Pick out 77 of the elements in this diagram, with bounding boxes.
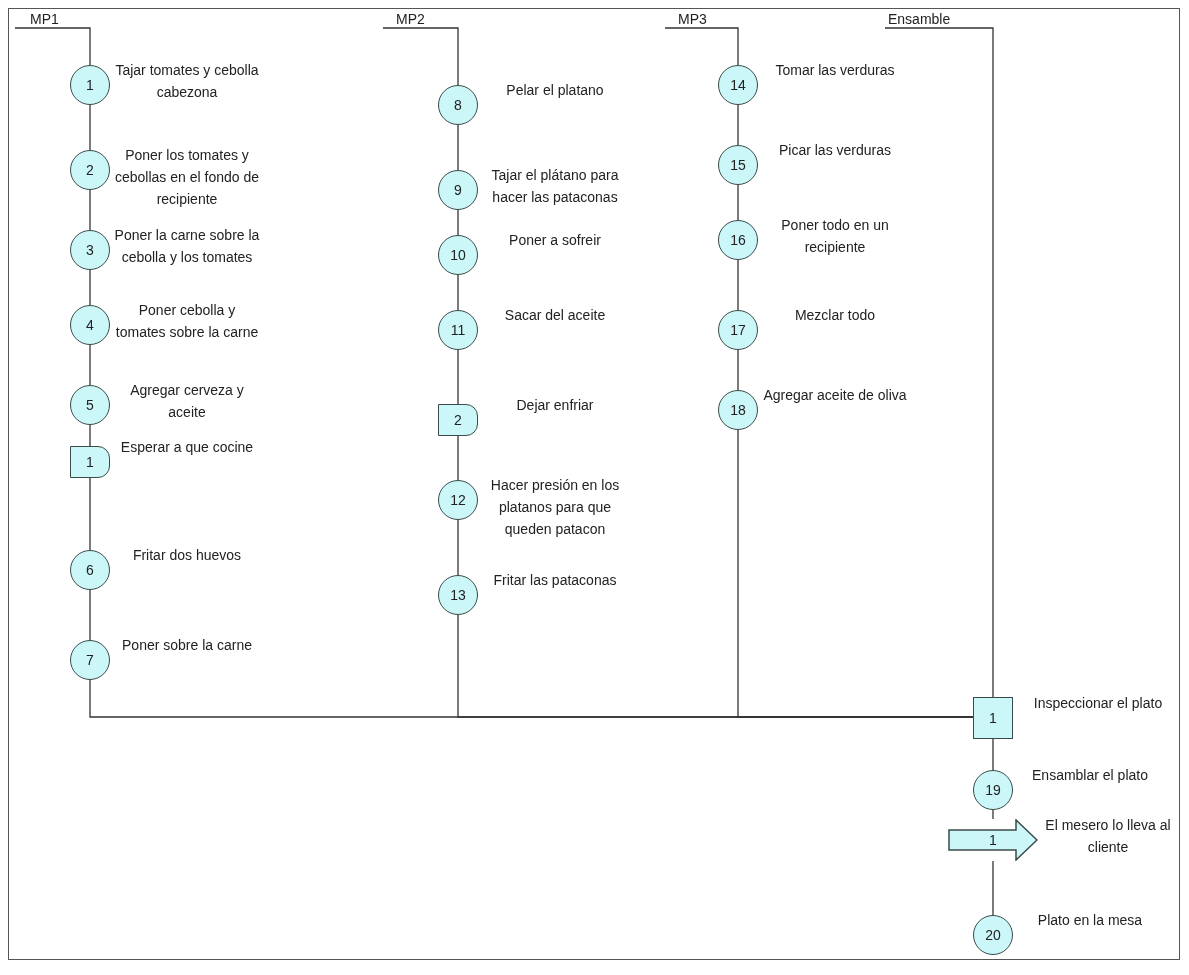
step-description: Tajar tomates y cebolla cabezona [114,61,260,102]
connector-line [457,274,459,311]
operation-circle: 2 [70,150,110,190]
connector-line [457,519,459,576]
operation-circle: 6 [70,550,110,590]
step-description: Dejar enfriar [515,396,595,415]
operation-circle: 14 [718,65,758,105]
operation-circle: 12 [438,480,478,520]
step-description: Tajar el plátano para hacer las pataconas [490,166,620,207]
connector-line [457,209,459,236]
step-description: Pelar el platano [505,81,605,100]
column-heading: Ensamble [888,8,951,28]
operation-circle: 9 [438,170,478,210]
connector-line [89,269,91,306]
step-description: Hacer presión en los platanos para que queden patacon [489,476,621,539]
connector-line [884,27,994,698]
step-description: Agregar cerveza y aceite [129,381,245,422]
column-heading: MP3 [678,8,707,28]
connector-line [457,349,459,405]
operation-circle: 5 [70,385,110,425]
step-description: Poner los tomates y cebollas en el fondo de recipiente [114,146,260,209]
step-description: Poner todo en un recipiente [780,216,890,257]
inspection-square: 1 [973,697,1013,739]
operation-circle: 11 [438,310,478,350]
step-description: Picar las verduras [777,141,892,160]
step-description: Poner sobre la carne [121,636,253,655]
operation-circle: 19 [973,770,1013,810]
step-description: Poner a sofreir [508,231,602,250]
connector-line [457,435,459,481]
operation-circle: 17 [718,310,758,350]
step-description: Fritar las pataconas [492,571,618,590]
step-description: Poner la carne sobre la cebolla y los tomates [113,226,261,267]
connector-line [89,344,91,386]
connector-line [89,589,91,641]
delay-symbol: 2 [438,404,478,436]
connector-line [992,860,994,916]
connector-line [992,738,994,771]
step-description: Plato en la mesa [1036,911,1144,930]
operation-circle: 7 [70,640,110,680]
connector-line [737,184,739,221]
step-description: Fritar dos huevos [131,546,243,565]
column-heading: MP1 [30,8,59,28]
column-heading: MP2 [396,8,425,28]
connector-line [737,349,739,391]
connector-line [737,259,739,311]
connector-line [457,124,459,171]
connector-line [89,104,91,151]
step-description: Ensamblar el plato [1031,766,1149,785]
connector-line [664,27,739,66]
connector-line [737,429,974,718]
operation-circle: 20 [973,915,1013,955]
connector-line [992,809,994,820]
step-description: Poner cebolla y tomates sobre la carne [114,301,260,342]
operation-circle: 15 [718,145,758,185]
step-description: Agregar aceite de oliva [762,386,908,405]
step-description: Mezclar todo [793,306,877,325]
connector-line [89,477,91,551]
transport-arrow: 1 [948,819,1038,861]
delay-symbol: 1 [70,446,110,478]
connector-line [89,189,91,231]
connector-line [382,27,459,86]
step-description: Tomar las verduras [774,61,896,80]
operation-circle: 4 [70,305,110,345]
connector-line [14,27,91,66]
operation-circle: 16 [718,220,758,260]
step-description: Esperar a que cocine [119,438,255,457]
step-description: Sacar del aceite [503,306,607,325]
connector-line [89,424,91,447]
operation-circle: 18 [718,390,758,430]
operation-circle: 3 [70,230,110,270]
operation-circle: 1 [70,65,110,105]
operation-circle: 10 [438,235,478,275]
connector-line [737,104,739,146]
operation-circle: 8 [438,85,478,125]
step-description: El mesero lo lleva al cliente [1044,816,1172,857]
step-description: Inspeccionar el plato [1032,694,1164,713]
operation-circle: 13 [438,575,478,615]
